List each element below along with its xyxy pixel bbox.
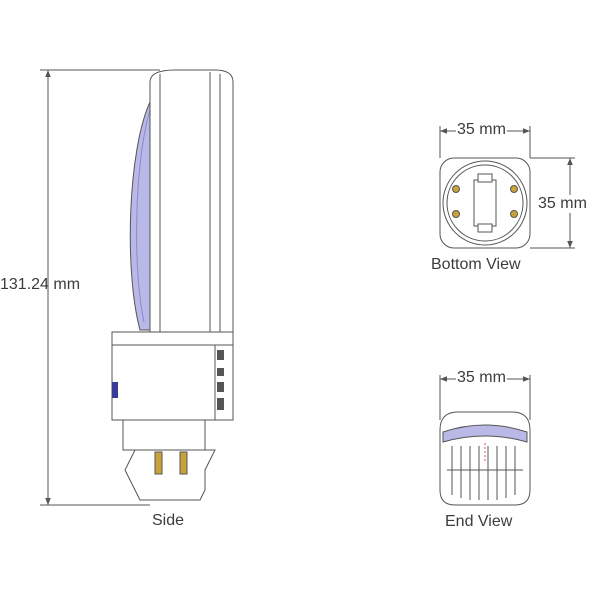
bottom-depth-label: 35 mm: [538, 195, 587, 213]
end-lens: [442, 424, 528, 443]
pin-hole: [510, 185, 518, 193]
connector: [122, 419, 206, 451]
pin-left: [154, 451, 163, 475]
lamp-tube: [149, 69, 234, 333]
heat-sink-fins: [447, 446, 523, 500]
bottom-width-label: 35 mm: [456, 121, 507, 139]
end-view: [439, 375, 531, 506]
height-dimension-label: 131.24 mm: [0, 276, 81, 293]
pin-hole: [510, 210, 518, 218]
end-view-label: End View: [445, 513, 513, 530]
pin-hole: [452, 210, 460, 218]
end-width-label: 35 mm: [456, 369, 507, 387]
side-view-label: Side: [152, 512, 185, 529]
pin-hole: [452, 185, 460, 193]
side-view: [40, 69, 234, 506]
bottom-view-label: Bottom View: [431, 256, 521, 273]
bottom-view: [439, 126, 575, 249]
lens-panel: [129, 101, 151, 331]
pin-right: [179, 451, 188, 475]
